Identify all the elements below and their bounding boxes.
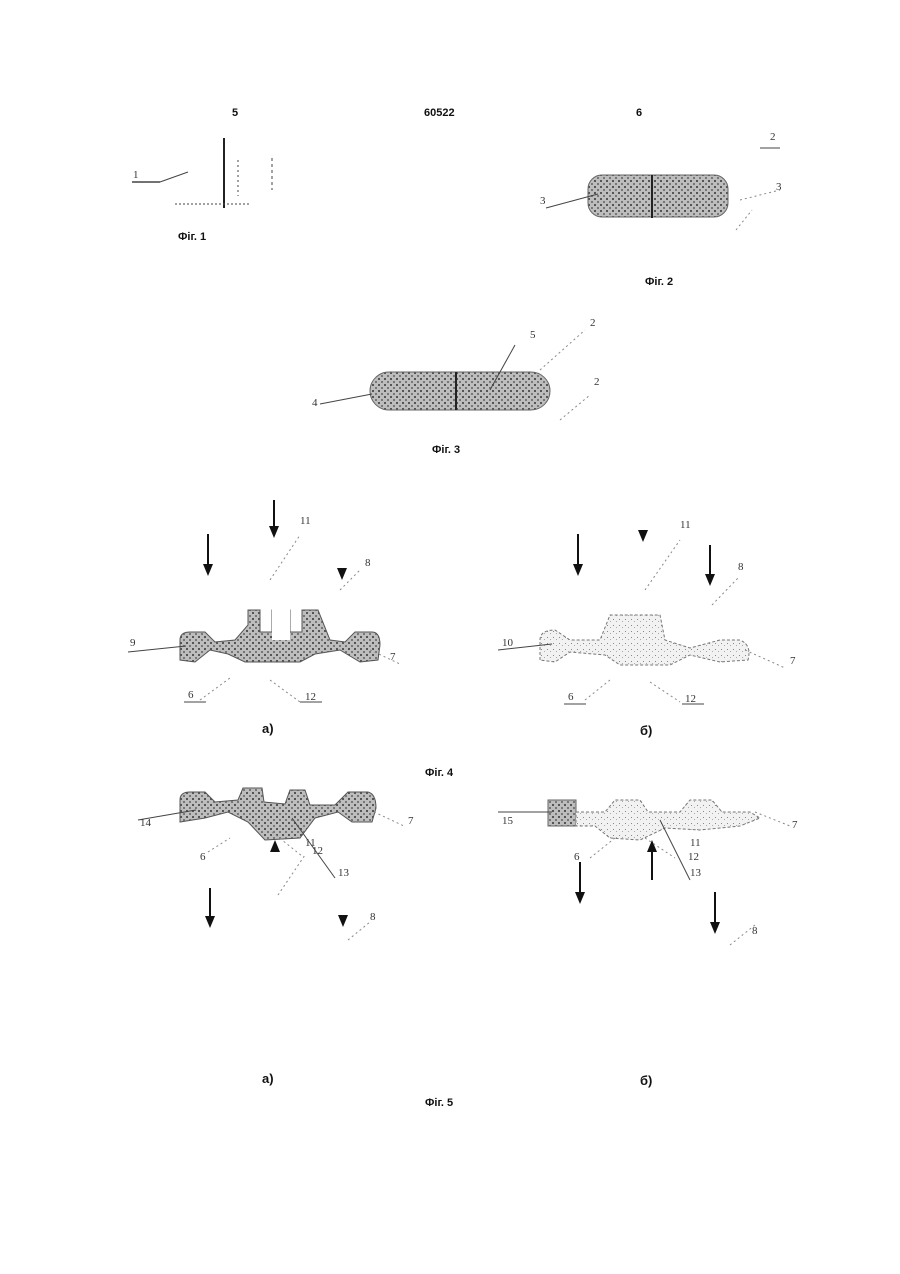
- fig3-label-2a: 2: [590, 318, 596, 329]
- fig4a-label-11: 11: [300, 516, 311, 527]
- fig4a-label-9: 9: [130, 638, 136, 649]
- fig5a-drawing: [138, 788, 404, 940]
- fig5a-label-8: 8: [370, 912, 376, 923]
- fig5b-label-6: 6: [574, 852, 580, 863]
- page-number-right: 6: [636, 108, 642, 119]
- fig4a-label-6: 6: [188, 690, 194, 701]
- fig1-label-1: 1: [133, 170, 139, 181]
- fig4a-subcaption: а): [262, 722, 274, 735]
- fig5b-subcaption: б): [640, 1074, 652, 1087]
- fig3-label-2b: 2: [594, 377, 600, 388]
- fig5b-label-8: 8: [752, 926, 758, 937]
- fig4b-label-12: 12: [685, 694, 696, 705]
- fig4b-label-10: 10: [502, 638, 513, 649]
- fig5b-label-7: 7: [792, 820, 798, 831]
- fig4a-label-7: 7: [390, 652, 396, 663]
- fig4b-drawing: [498, 530, 785, 704]
- fig5a-label-12: 12: [312, 846, 323, 857]
- fig4a-drawing: [128, 500, 400, 702]
- fig3-caption: Фіг. 3: [432, 445, 460, 456]
- fig5b-label-11: 11: [690, 838, 701, 849]
- fig4a-label-8: 8: [365, 558, 371, 569]
- fig5b-label-13: 13: [690, 868, 701, 879]
- fig4b-label-11: 11: [680, 520, 691, 531]
- fig4a-label-12: 12: [305, 692, 316, 703]
- fig4-caption: Фіг. 4: [425, 768, 453, 779]
- fig5a-subcaption: а): [262, 1072, 274, 1085]
- fig2-label-2: 2: [770, 132, 776, 143]
- fig1-caption: Фіг. 1: [178, 232, 206, 243]
- fig2-label-3a: 3: [540, 196, 546, 207]
- fig5a-label-6: 6: [200, 852, 206, 863]
- fig1-drawing: [132, 138, 272, 208]
- document-number: 60522: [424, 108, 455, 119]
- fig5-caption: Фіг. 5: [425, 1098, 453, 1109]
- fig5b-label-12: 12: [688, 852, 699, 863]
- fig4b-label-6: 6: [568, 692, 574, 703]
- fig5a-label-14: 14: [140, 818, 151, 829]
- fig2-label-3b: 3: [776, 182, 782, 193]
- fig4b-subcaption: б): [640, 724, 652, 737]
- fig3-label-5: 5: [530, 330, 536, 341]
- fig5a-label-7: 7: [408, 816, 414, 827]
- fig3-drawing: [320, 330, 590, 420]
- fig3-label-4: 4: [312, 398, 318, 409]
- fig2-drawing: [546, 148, 780, 230]
- page-number-left: 5: [232, 108, 238, 119]
- fig4b-label-7: 7: [790, 656, 796, 667]
- fig5b-drawing: [498, 800, 790, 945]
- fig5b-label-15: 15: [502, 816, 513, 827]
- fig5a-label-13: 13: [338, 868, 349, 879]
- fig2-caption: Фіг. 2: [645, 277, 673, 288]
- fig4b-label-8: 8: [738, 562, 744, 573]
